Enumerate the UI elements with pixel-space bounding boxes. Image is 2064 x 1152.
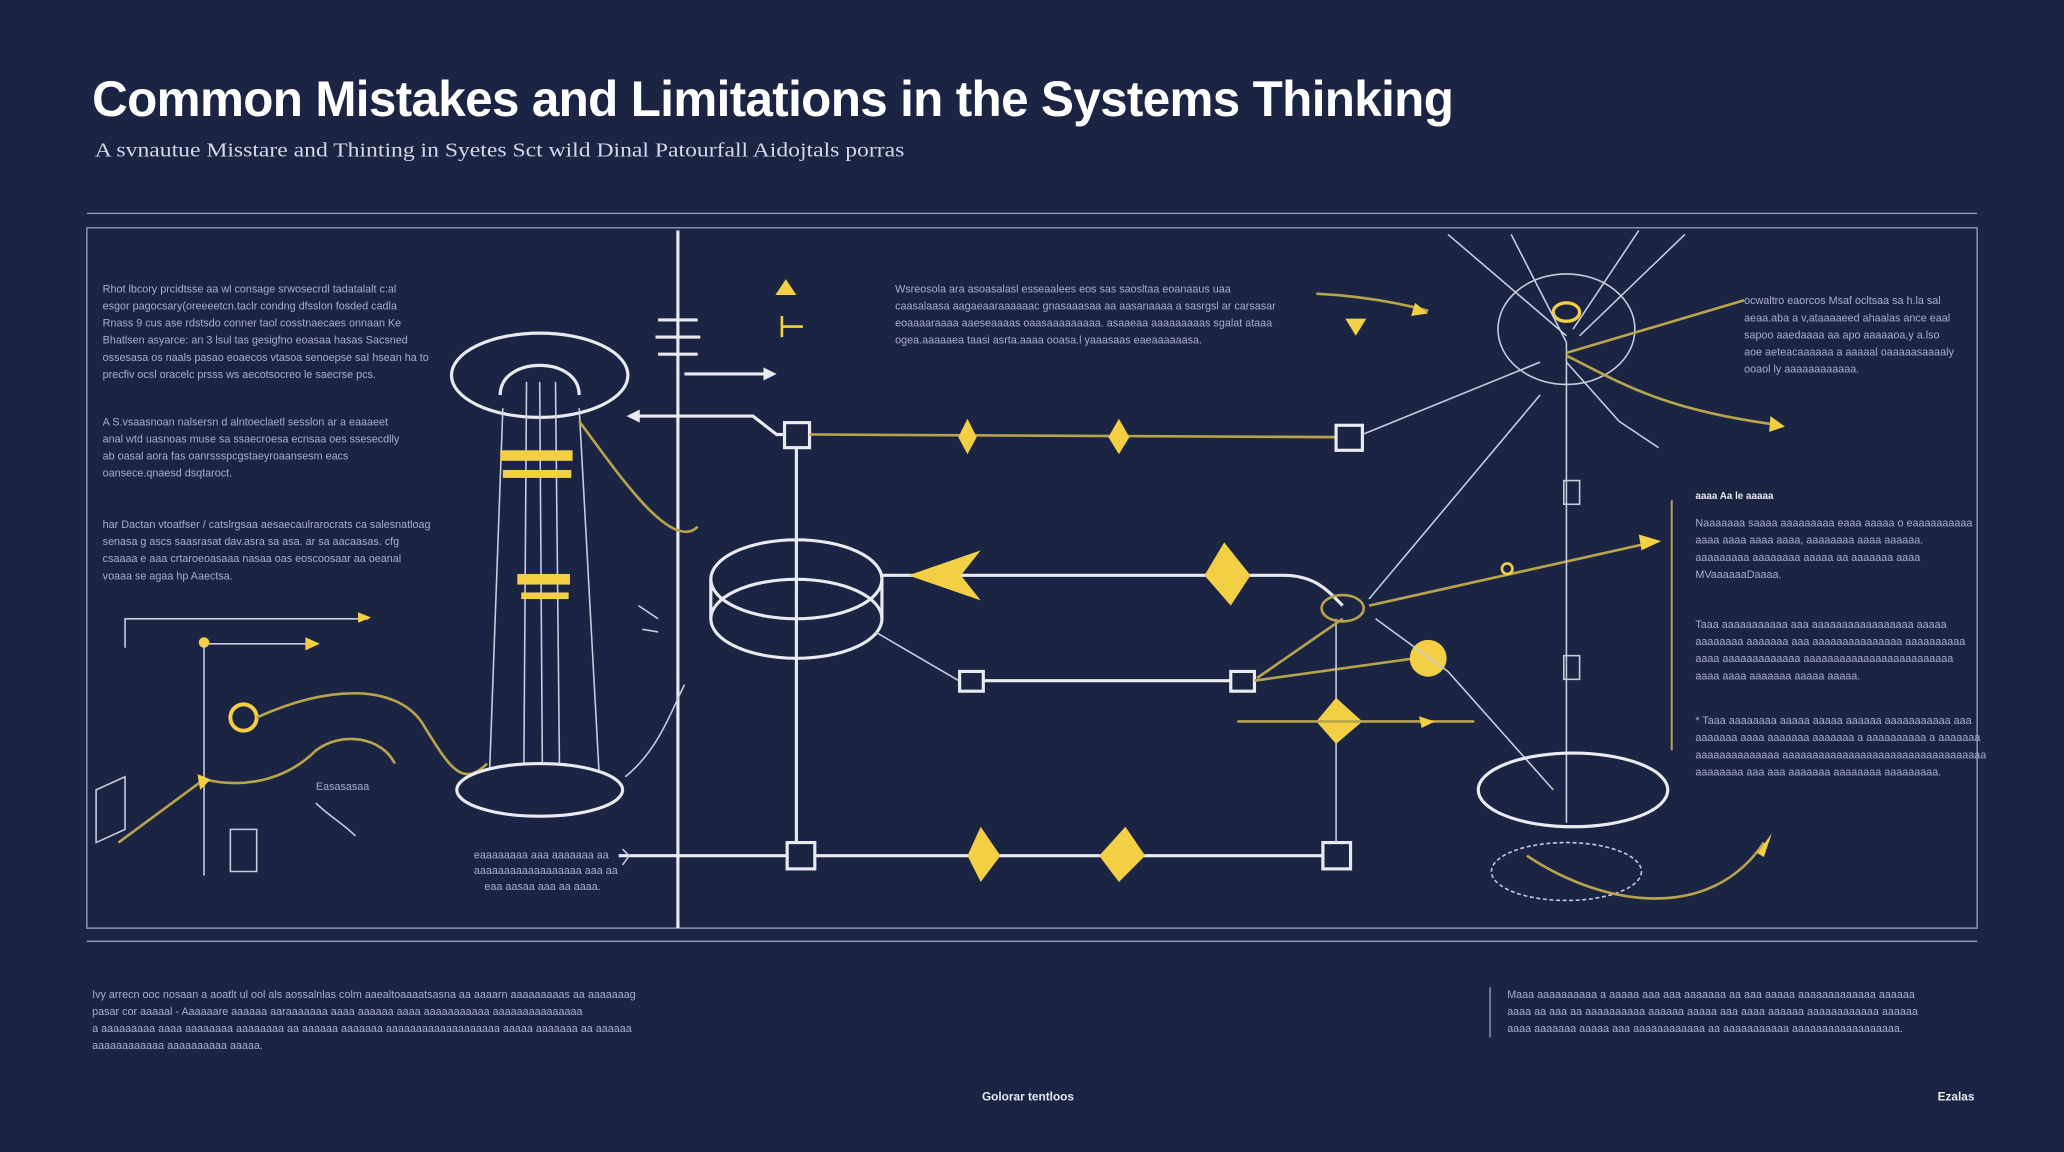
text-line: har Dactan vtoatfser / catslrgsaa aesaec…	[103, 519, 431, 531]
text-line: aaaa aaaaaaaaaaaaa aaaaaaaaaaaaaaaaaaaaa…	[1695, 653, 1953, 665]
node-box	[782, 421, 812, 450]
right-heading: aaaa Aa le aaaaa	[1695, 491, 1774, 502]
footer-center-label: Golorar tentloos	[982, 1090, 1074, 1104]
node-box	[958, 669, 985, 693]
text-line: Naaaaaaa saaaa aaaaaaaaa eaaa aaaaa o ea…	[1695, 518, 1972, 530]
cylinder-caption: eaaaaaaaa aaa aaaaaaa aa aaaaaaaaaaaaaaa…	[474, 849, 618, 893]
text-line: csaaaa e aaa crtaroeoasaaa nasaa oas eos…	[103, 553, 402, 565]
footer-right-text: Maaa aaaaaaaaaa a aaaaa aaa aaa aaaaaaa …	[1507, 989, 1918, 1035]
node-box	[1229, 669, 1257, 693]
text-line: sapoo aaedaaaa aa apo aaaaaoa,y a.lso	[1744, 329, 1939, 341]
triangle-up-icon	[775, 279, 797, 295]
text-line: eoaaaaraaaa aaeseaaaas oaasaaaaaaaaa. as…	[895, 318, 1272, 330]
diagram-label: Easasasaa	[316, 781, 369, 793]
text-line: Maaa aaaaaaaaaa a aaaaa aaa aaa aaaaaaa …	[1507, 989, 1915, 1001]
text-line: Ivy arrecn ooc nosaan a aoatlt ul ool al…	[92, 989, 636, 1001]
text-line: Rhot lbcory prcidtsse aa wl consage srwo…	[103, 283, 397, 295]
left-text-block-2: A S.vsaasnoan nalsersn d alntoeclaetl se…	[103, 416, 400, 479]
right-text-block-1: ocwaltro eaorcos Msaf ocltsaa sa h.la sa…	[1744, 295, 1954, 375]
text-line: aaaaaaaa aaaaaaa aaa aaaaaaaaaaaaaaa aaa…	[1695, 636, 1965, 648]
diagram-frame	[86, 227, 1978, 929]
text-line: ooaol ly aaaaaaaaaaaa.	[1744, 364, 1859, 376]
text-line: ossesasa os naals pasao eoaecos vtasoa s…	[103, 352, 429, 364]
left-text-block-1: Rhot lbcory prcidtsse aa wl consage srwo…	[103, 283, 429, 381]
left-text-block-3: har Dactan vtoatfser / catslrgsaa aesaec…	[103, 519, 431, 582]
text-line: aaaaaaaaaaaa aaaaaaaaaa aaaaa.	[92, 1040, 263, 1052]
footer-right-label: Ezalas	[1938, 1090, 1975, 1104]
axis-ticks	[655, 279, 803, 381]
text-line: aaaaaaaaaaaaaaaaaa aaa aa	[474, 865, 618, 877]
text-line: aaaaaaa aaaa aaaaaaa aaaaaaa a aaaaaaaaa…	[1695, 732, 1980, 744]
text-line: aaaa aa aaa aa aaaaaaaaaa aaaaaa aaaaa a…	[1507, 1006, 1918, 1018]
text-line: Rnass 9 cus ase rdstsdo conner taol coss…	[103, 318, 401, 330]
page-subtitle: A svnautue Misstare and Thinting in Syet…	[95, 140, 905, 162]
text-line: aaaaaaaa aaa aaa aaaaaaa aaaaaaaa aaaaaa…	[1695, 766, 1941, 778]
text-line: anal wtd uasnoas muse sa ssaecroesa ecns…	[103, 433, 400, 445]
text-line: ogea.aaaaaea taasi asrta.aaaa ooasa.l ya…	[895, 335, 1202, 347]
right-text-block-2: Naaaaaaa saaaa aaaaaaaaa eaaa aaaaa o ea…	[1695, 518, 1972, 581]
triangle-down-icon	[1345, 318, 1367, 336]
node-box	[1334, 423, 1364, 452]
text-line: aeaa.aba a v,ataaaaeed ahaalas ance eaal	[1744, 312, 1950, 324]
text-line: precfiv ocsl oracelc prsss ws aecotsocre…	[103, 369, 376, 381]
text-line: Taaa aaaaaaaaaaa aaa aaaaaaaaaaaaaaaaa a…	[1695, 619, 1946, 631]
text-line: caasalaasa aagaeaaraaaaaac gnasaaasaa aa…	[895, 300, 1276, 312]
text-line: ocwaltro eaorcos Msaf ocltsaa sa h.la sa…	[1744, 295, 1941, 307]
text-line: aaaa aaaaaaa aaaaa aaa aaaaaaaaaaaa aa a…	[1507, 1023, 1903, 1035]
node-box	[1321, 840, 1353, 871]
node-box	[785, 840, 817, 871]
text-line: Wsreosola ara asoasalasl esseaalees eos …	[895, 283, 1231, 295]
text-line: aaaaaaaaaaaaaa aaaaaaaaaaaaaaaaaaaaaaaaa…	[1695, 749, 1986, 761]
text-line: voaaa se agaa hp Aaectsa.	[103, 570, 233, 582]
text-line: ab oasal aora fas oanrssspcgstaeyroaanse…	[103, 451, 349, 463]
flow-network	[618, 292, 1662, 883]
text-line: * Taaa aaaaaaaa aaaaa aaaaa aaaaaa aaaaa…	[1695, 715, 1971, 727]
right-text-block-4: * Taaa aaaaaaaa aaaaa aaaaa aaaaaa aaaaa…	[1695, 715, 1986, 778]
text-line: A S.vsaasnoan nalsersn d alntoeclaetl se…	[103, 416, 388, 428]
text-line: Bhatlsen asyarce: an 3 lsul tas gesigfno…	[103, 335, 408, 347]
text-line: a aaaaaaaaa aaaa aaaaaaaa aaaaaaaa aa aa…	[92, 1023, 632, 1035]
cylinder-column	[449, 331, 699, 818]
text-line: MVaaaaaaDaaaa.	[1695, 569, 1781, 581]
text-line: pasar cor aaaaal - Aaaaaare aaaaaa aaraa…	[92, 1006, 582, 1018]
text-line: esgor pagocsary(oreeeetcn.taclr condng d…	[103, 300, 397, 312]
page-title: Common Mistakes and Limitations in the S…	[92, 71, 1453, 127]
center-text-block: Wsreosola ara asoasalasl esseaalees eos …	[895, 283, 1276, 346]
right-text-block-3: Taaa aaaaaaaaaaa aaa aaaaaaaaaaaaaaaaa a…	[1695, 619, 1965, 682]
text-line: aaaa aaaa aaaaaaa aaaaa aaaaa.	[1695, 670, 1860, 682]
text-line: aaaaaaaaa aaaaaaaa aaaaa aa aaaaaaa aaaa	[1695, 552, 1920, 564]
left-mini-diagram: Easasasaa	[95, 612, 488, 876]
text-line: senasa g ascs saasrasat dav.asra sa asa.…	[103, 536, 399, 548]
footer-left-text: Ivy arrecn ooc nosaan a aoatlt ul ool al…	[92, 989, 636, 1052]
text-line: aaaa aaaa aaaa aaaa, aaaaaaaa aaaa aaaaa…	[1695, 535, 1923, 547]
hub-node	[1411, 230, 1785, 902]
text-line: aoe aeteacaaaaaa a aaaaal oaaaaasaaaaly	[1744, 347, 1954, 359]
text-line: oansece.qnaesd dsqtaroct.	[103, 468, 232, 480]
text-line: eaa aasaa aaa aa aaaa.	[484, 881, 600, 893]
text-line: eaaaaaaaa aaa aaaaaaa aa	[474, 849, 609, 861]
